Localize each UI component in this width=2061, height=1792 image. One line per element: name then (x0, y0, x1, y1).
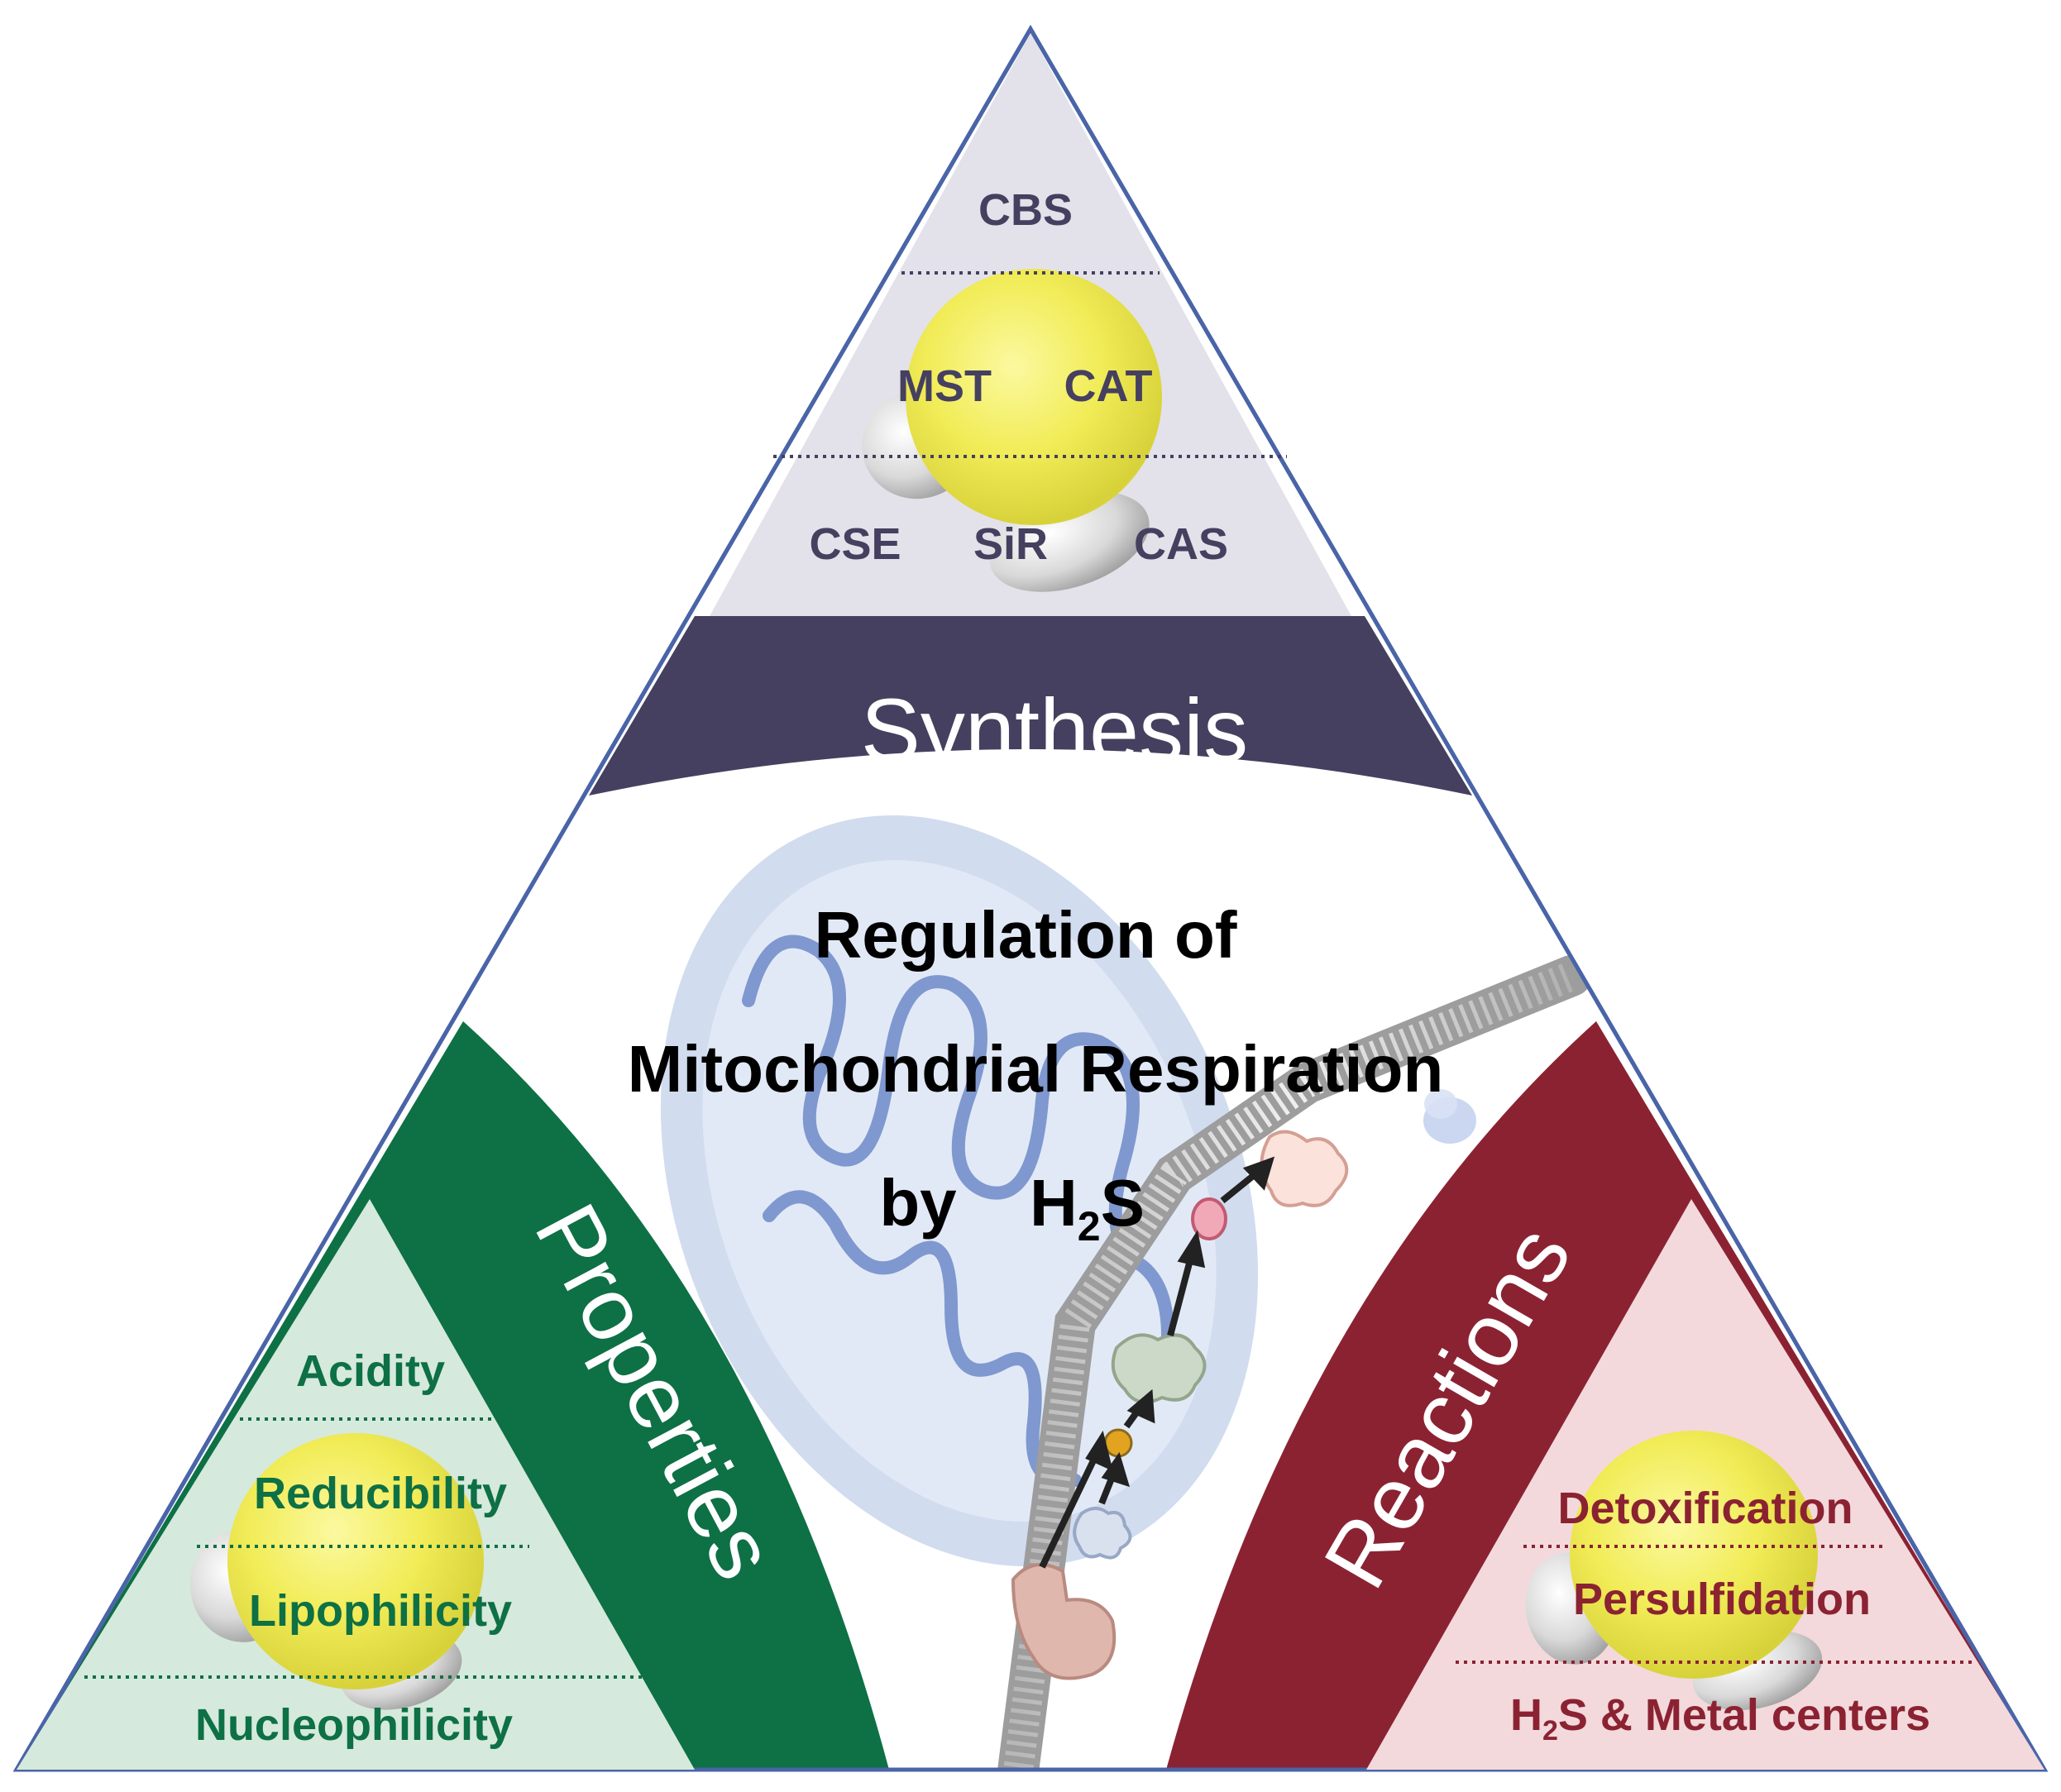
atp-synthase-icon (1423, 1089, 1476, 1144)
properties-item-lipophilicity: Lipophilicity (249, 1586, 512, 1636)
synthesis-item-cat: CAT (1064, 361, 1153, 411)
synthesis-item-cse: CSE (809, 519, 901, 569)
synthesis-item-cbs: CBS (978, 185, 1073, 235)
coenzyme-q-icon (1103, 1428, 1133, 1458)
title-line-1: Regulation of (814, 898, 1236, 972)
properties-item-reducibility: Reducibility (254, 1469, 507, 1518)
complex-iv-icon (1260, 1130, 1349, 1207)
sphere-icon (906, 269, 1162, 525)
synthesis-item-mst: MST (897, 361, 992, 411)
complex-iii-icon (1111, 1333, 1207, 1404)
complex-ii-icon (1073, 1507, 1132, 1560)
properties-item-nucleophilicity: Nucleophilicity (195, 1700, 513, 1750)
title-line-3: by (879, 1166, 957, 1240)
synthesis-band (589, 616, 1472, 796)
title-line-2: Mitochondrial Respiration (628, 1032, 1444, 1106)
sphere-icon (1570, 1431, 1818, 1679)
complex-i-icon (1011, 1563, 1117, 1680)
cytochrome-c-icon (1191, 1197, 1227, 1240)
sphere-icon (227, 1433, 484, 1689)
reactions-item-metal-centers: H2S & Metal centers (1510, 1690, 1930, 1747)
reactions-item-detoxification: Detoxification (1557, 1484, 1853, 1533)
synthesis-item-sir: SiR (973, 519, 1048, 569)
synthesis-item-cas: CAS (1134, 519, 1228, 569)
membrane-icon (997, 955, 1592, 1770)
properties-item-acidity: Acidity (296, 1346, 445, 1396)
synthesis-panel: CBS MST CAT CSE SiR CAS (710, 33, 1351, 616)
reactions-panel: Detoxification Persulfidation H2S & Meta… (1366, 1199, 2044, 1770)
properties-panel: Acidity Reducibility Lipophilicity Nucle… (17, 1199, 695, 1770)
title-molecule: H2S (1030, 1166, 1145, 1250)
reactions-item-persulfidation: Persulfidation (1573, 1575, 1871, 1624)
electron-flow-arrows (1039, 1156, 1275, 1569)
synthesis-label: Synthesis (861, 680, 1248, 780)
central-title: Regulation of Mitochondrial Respiration … (628, 898, 1444, 1250)
